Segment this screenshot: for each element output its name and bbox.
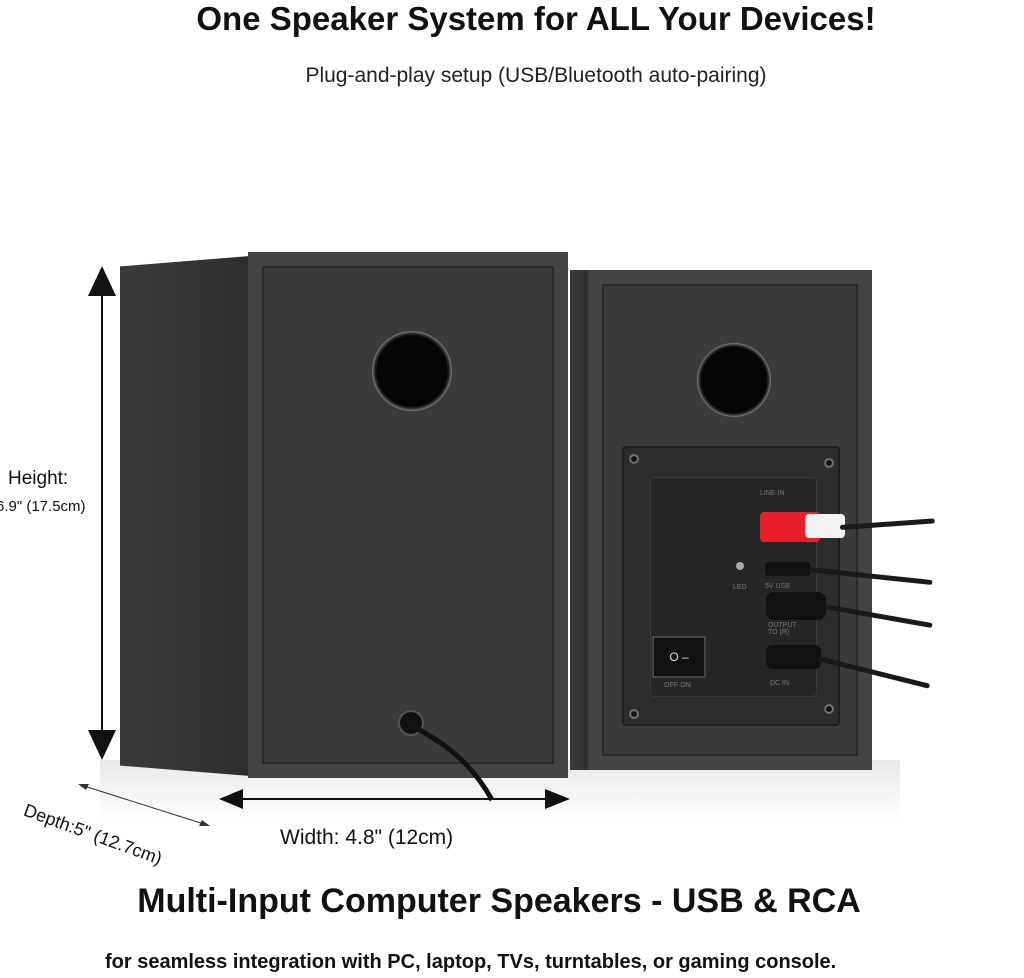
height-value: 6.9" (17.5cm) <box>0 498 86 515</box>
bass-port <box>372 331 452 411</box>
power-switch[interactable]: O – <box>652 636 706 678</box>
screw-icon <box>628 708 640 720</box>
width-label: Width: 4.8" (12cm) <box>280 826 454 849</box>
dc-in-label: DC IN <box>770 680 790 687</box>
width-arrow-icon <box>219 789 570 809</box>
left-speaker-side <box>120 256 250 776</box>
tagline: for seamless integration with PC, laptop… <box>105 951 837 973</box>
screw-icon <box>628 453 640 465</box>
right-speaker-side <box>570 270 592 770</box>
bass-port <box>697 343 771 417</box>
screw-icon <box>823 457 835 469</box>
led-indicator <box>736 562 744 570</box>
cable-jack <box>398 710 424 736</box>
led-label: LED <box>733 584 747 591</box>
usb-label: 5V USB <box>765 583 790 590</box>
depth-arrow-icon <box>78 784 210 826</box>
title: One Speaker System for ALL Your Devices! <box>196 0 876 37</box>
height-label: Height: <box>8 468 69 490</box>
product-heading: Multi-Input Computer Speakers - USB & RC… <box>137 882 861 920</box>
output-label: OUTPUT TO (R) <box>768 622 797 636</box>
dc-plug[interactable] <box>766 645 821 669</box>
output-plug[interactable] <box>766 592 826 620</box>
usb-plug[interactable] <box>765 562 810 576</box>
height-arrow-icon <box>88 266 116 760</box>
left-speaker-back <box>248 252 568 778</box>
screw-icon <box>823 703 835 715</box>
rca-white-plug[interactable] <box>805 514 845 538</box>
subtitle: Plug-and-play setup (USB/Bluetooth auto-… <box>305 64 767 87</box>
switch-label: OFF·ON <box>664 682 691 689</box>
speaker-cable <box>408 722 495 802</box>
line-in-label: LINE IN <box>760 490 785 497</box>
switch-glyph: O – <box>669 650 689 664</box>
